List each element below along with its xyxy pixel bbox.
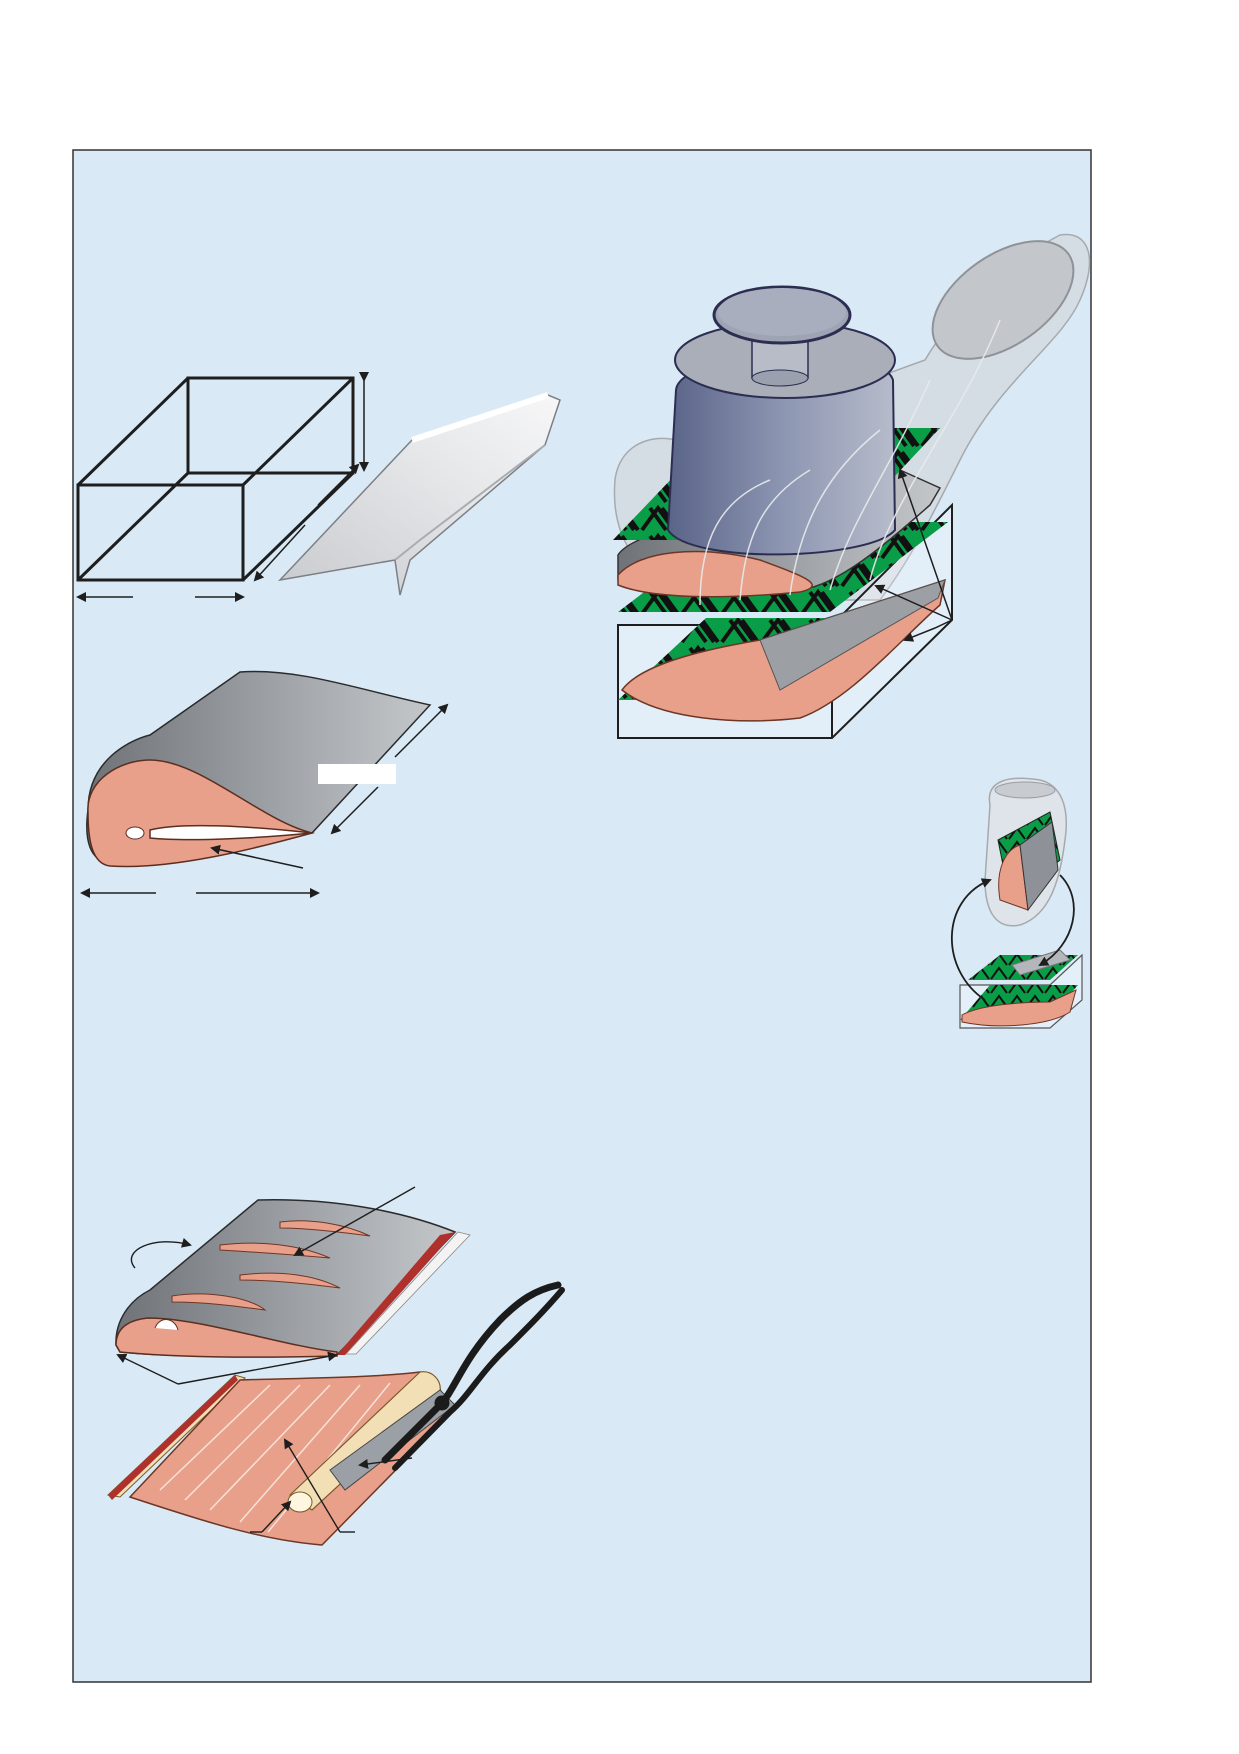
flip-arrows: [950, 874, 1075, 1001]
pliers-icon: [381, 1281, 565, 1471]
wireframe-box-icon: [76, 376, 355, 582]
press-pointer-arrows: [874, 468, 953, 642]
foil-sheet-icon: [277, 392, 561, 596]
insert-pointer-arrows: [250, 1438, 413, 1533]
box-dimension-arrows: [76, 372, 369, 602]
press-weight-icon: [613, 233, 1091, 739]
slit-pointer-arrows: [116, 1186, 416, 1385]
wing-section-icon: [86, 670, 432, 868]
flesh-insert-icon: [106, 1371, 456, 1546]
wing-dimension-arrows: [80, 703, 449, 898]
slit-wing-icon: [115, 1199, 471, 1358]
label-plate: [318, 764, 396, 784]
